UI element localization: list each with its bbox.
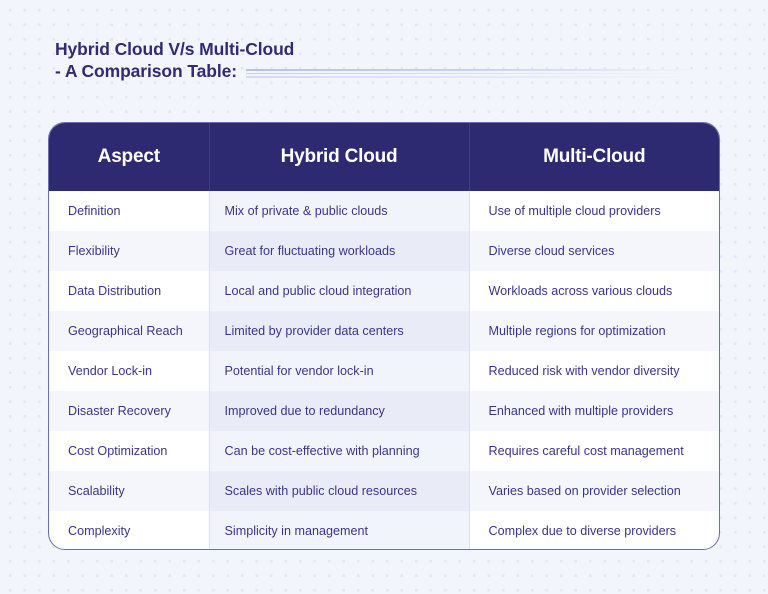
cell-multi: Workloads across various clouds xyxy=(488,284,673,298)
page-title-line-2: - A Comparison Table: xyxy=(55,61,237,81)
cell-aspect: Flexibility xyxy=(49,231,210,271)
cell-aspect: Vendor Lock-in xyxy=(49,351,210,391)
cell-hybrid: Mix of private & public clouds xyxy=(209,191,470,231)
page-subtitle-row: - A Comparison Table: xyxy=(55,60,695,82)
table-body: Definition Mix of private & public cloud… xyxy=(49,191,719,549)
comparison-table-container: Aspect Hybrid Cloud Multi-Cloud Definiti… xyxy=(48,122,720,550)
cell-aspect: Data Distribution xyxy=(49,271,210,311)
table-row: Data Distribution Local and public cloud… xyxy=(49,271,719,311)
column-header-aspect: Aspect xyxy=(49,123,210,191)
cell-aspect: Definition xyxy=(49,191,210,231)
cell-hybrid: Can be cost-effective with planning xyxy=(209,431,470,471)
cell-hybrid: Improved due to redundancy xyxy=(209,391,470,431)
cell-aspect: Disaster Recovery xyxy=(49,391,210,431)
cell-hybrid: Local and public cloud integration xyxy=(209,271,470,311)
table-row: Vendor Lock-in Potential for vendor lock… xyxy=(49,351,719,391)
cell-hybrid: Scales with public cloud resources xyxy=(209,471,470,511)
table-header: Aspect Hybrid Cloud Multi-Cloud xyxy=(49,123,719,191)
cell-aspect: Geographical Reach xyxy=(49,311,210,351)
cell-aspect: Complexity xyxy=(49,511,210,549)
cell-multi: Use of multiple cloud providers xyxy=(488,204,661,218)
cell-multi: Requires careful cost management xyxy=(488,444,684,458)
cell-multi: Complex due to diverse providers xyxy=(488,524,677,538)
cell-multi: Varies based on provider selection xyxy=(469,471,719,511)
table-row: Geographical Reach Limited by provider d… xyxy=(49,311,719,351)
page-title-line-1: Hybrid Cloud V/s Multi-Cloud xyxy=(55,39,295,59)
table-row: Flexibility Great for fluctuating worklo… xyxy=(49,231,719,271)
table-row: Disaster Recovery Improved due to redund… xyxy=(49,391,719,431)
column-header-hybrid-cloud: Hybrid Cloud xyxy=(209,123,470,191)
table-row: Definition Mix of private & public cloud… xyxy=(49,191,719,231)
cell-aspect: Scalability xyxy=(49,471,210,511)
comparison-table: Aspect Hybrid Cloud Multi-Cloud Definiti… xyxy=(49,123,719,549)
cell-multi: Reduced risk with vendor diversity xyxy=(488,364,680,378)
column-header-multi-cloud: Multi-Cloud xyxy=(469,123,719,191)
table-row: Cost Optimization Can be cost-effective … xyxy=(49,431,719,471)
cell-multi: Diverse cloud services xyxy=(469,231,719,271)
cell-multi: Multiple regions for optimization xyxy=(469,311,719,351)
title-decorative-rule xyxy=(245,69,695,78)
cell-hybrid: Great for fluctuating workloads xyxy=(209,231,470,271)
table-header-row: Aspect Hybrid Cloud Multi-Cloud xyxy=(49,123,719,191)
cell-hybrid: Limited by provider data centers xyxy=(209,311,470,351)
table-row: Complexity Simplicity in management Comp… xyxy=(49,511,719,549)
cell-hybrid: Potential for vendor lock-in xyxy=(209,351,470,391)
table-row: Scalability Scales with public cloud res… xyxy=(49,471,719,511)
page-title-block: Hybrid Cloud V/s Multi-Cloud - A Compari… xyxy=(55,38,695,82)
cell-hybrid: Simplicity in management xyxy=(209,511,470,549)
cell-multi: Enhanced with multiple providers xyxy=(469,391,719,431)
cell-aspect: Cost Optimization xyxy=(49,431,210,471)
